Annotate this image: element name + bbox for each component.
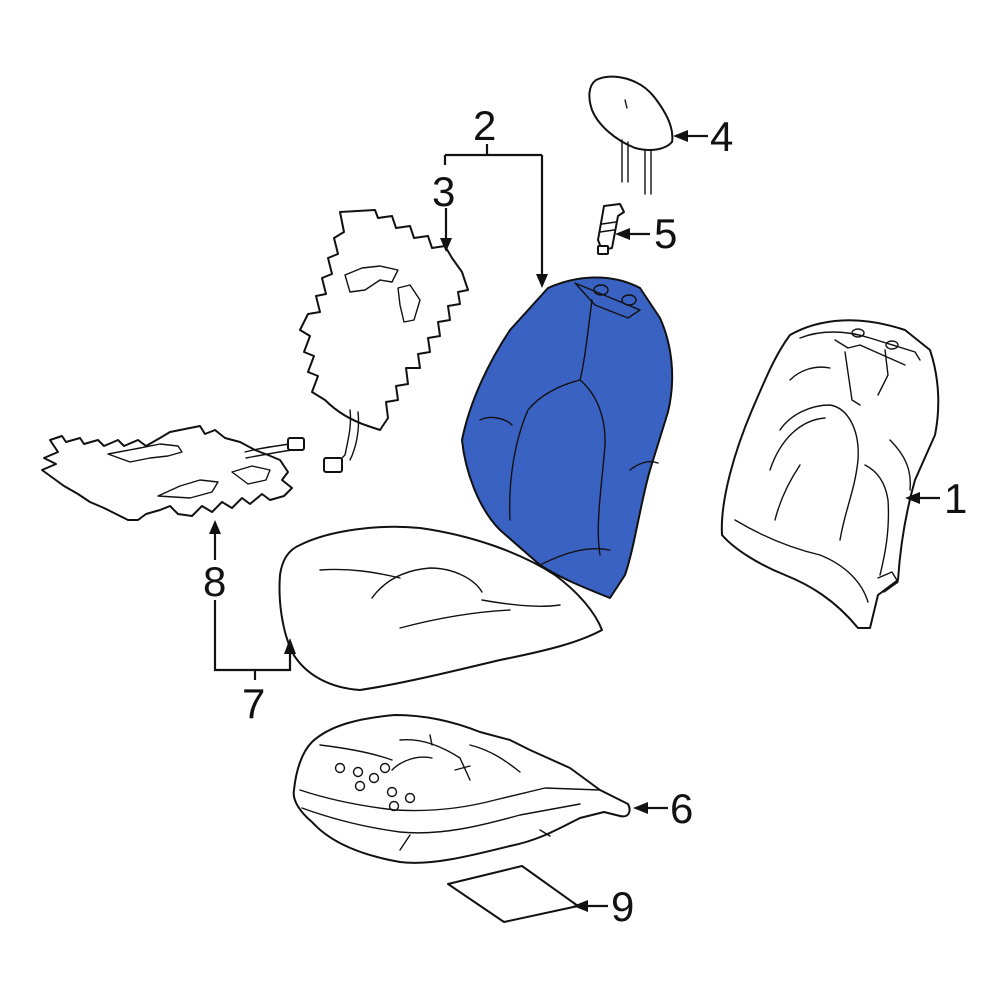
callout-labels: 2 3 4 5 1 8 7 6 9 [203, 102, 967, 930]
seat-cushion-cover-icon[interactable] [292, 714, 631, 864]
seat-cushion-pad-icon[interactable] [278, 525, 603, 691]
callout-1: 1 [944, 475, 967, 522]
arrowhead-7 [284, 638, 296, 654]
callout-5: 5 [654, 210, 677, 257]
arrowhead-2 [536, 274, 548, 288]
callout-8: 8 [203, 558, 226, 605]
leader-2 [443, 144, 544, 276]
seat-back-heater-element-icon[interactable] [299, 209, 469, 473]
arrowhead-5 [615, 228, 630, 240]
arrowhead-9 [573, 900, 588, 912]
arrowhead-1 [905, 492, 920, 504]
leader-lines [209, 130, 940, 912]
pad-icon[interactable] [447, 865, 579, 923]
callout-2: 2 [473, 102, 496, 149]
seat-back-pad-icon[interactable] [461, 276, 674, 599]
leader-7 [213, 600, 292, 680]
arrowhead-6 [633, 802, 648, 814]
callout-4: 4 [710, 113, 733, 160]
seat-cushion-heater-element-icon[interactable] [41, 425, 305, 521]
callout-6: 6 [670, 785, 693, 832]
seat-back-cover-icon[interactable] [720, 319, 940, 629]
arrowhead-3 [440, 238, 452, 252]
callout-9: 9 [611, 883, 634, 930]
arrowhead-8 [209, 520, 221, 534]
headrest-icon[interactable] [588, 75, 674, 195]
headrest-guide-icon[interactable] [597, 203, 625, 255]
callout-7: 7 [242, 680, 265, 727]
callout-3: 3 [432, 168, 455, 215]
arrowhead-4 [673, 130, 688, 142]
